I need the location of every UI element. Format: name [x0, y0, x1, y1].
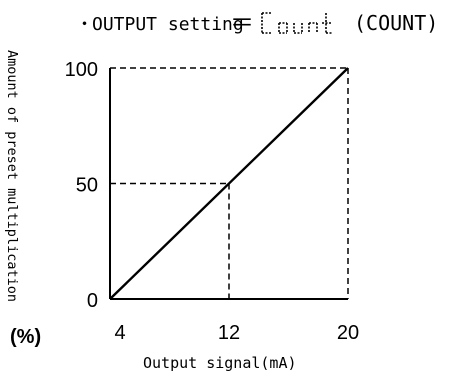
- x-tick-label: 12: [218, 322, 240, 344]
- x-tick-labels: 4 12 20: [114, 322, 359, 344]
- y-unit-label: (%): [10, 326, 41, 348]
- series: [109, 67, 349, 300]
- y-tick-label: 100: [65, 59, 98, 81]
- header-label: OUTPUT setting: [92, 14, 244, 35]
- x-tick-label: 4: [114, 322, 125, 344]
- series-line-0: [109, 67, 349, 300]
- y-tick-label: 0: [87, 290, 98, 312]
- y-axis-label: Amount of preset multiplication: [4, 50, 20, 302]
- x-axis-label: Output signal(mA): [143, 354, 297, 372]
- header-bullet: ・: [76, 15, 93, 35]
- segment-display-icon: [261, 12, 332, 34]
- x-tick-label: 20: [337, 322, 359, 344]
- y-tick-labels: 0 50 100: [65, 59, 98, 312]
- header-equals: ＝: [230, 9, 254, 37]
- header-paren: (COUNT): [354, 11, 438, 35]
- y-tick-label: 50: [76, 175, 98, 197]
- reference-lines: [110, 67, 349, 299]
